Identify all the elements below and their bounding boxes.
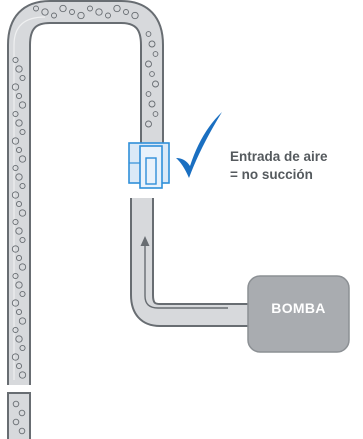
air-bubble [12, 400, 20, 408]
annotation-line-1: Entrada de aire [230, 149, 328, 164]
air-bubble [18, 371, 27, 379]
air-bubble [12, 326, 19, 334]
air-bubble [19, 236, 26, 244]
air-bubble [15, 335, 23, 343]
air-bubble [12, 272, 19, 280]
pump-box [247, 275, 350, 353]
air-bubble [152, 111, 159, 117]
check-icon [176, 112, 222, 178]
air-bubble [15, 227, 23, 235]
air-bubble [18, 317, 27, 325]
air-bubble [69, 9, 75, 15]
air-bubble [12, 164, 19, 172]
air-bubble [15, 254, 23, 262]
air-bubble [145, 60, 152, 68]
air-bubble [33, 5, 39, 12]
air-bubble-icon [11, 4, 159, 435]
air-bubble [11, 245, 20, 253]
air-bubble [145, 31, 152, 37]
air-bubble [18, 409, 26, 417]
air-bubble [11, 191, 20, 199]
air-bubble [15, 119, 23, 127]
air-bubble [95, 8, 103, 16]
air-bubble [18, 101, 27, 109]
air-bubble [59, 4, 67, 13]
air-bubble [12, 218, 19, 226]
air-bubble [15, 200, 23, 208]
air-bubble [15, 65, 23, 73]
air-bubble [19, 290, 26, 298]
air-bubble [18, 427, 26, 435]
air-bubble [105, 12, 111, 19]
air-bubble [77, 11, 85, 20]
air-bubble [18, 209, 27, 217]
air-bubble [19, 74, 26, 82]
air-bubble [148, 40, 156, 48]
pump-label: BOMBA [271, 300, 326, 316]
air-bubble [123, 9, 129, 15]
air-bubble [148, 100, 156, 108]
air-bubble [11, 83, 20, 91]
air-bubble [41, 8, 49, 16]
outlet-tube [130, 198, 250, 327]
air-bubble [145, 91, 152, 97]
air-bubble [12, 56, 19, 64]
air-bubble [145, 120, 152, 128]
air-inlet-connector [128, 142, 170, 189]
air-bubble [131, 11, 139, 20]
air-bubble [18, 263, 27, 271]
annotation-line-2: = no succión [230, 167, 313, 182]
air-bubble [15, 281, 23, 289]
air-bubble [12, 110, 19, 118]
air-bubble [11, 299, 20, 307]
air-bubble [11, 353, 20, 361]
siphon-tube [7, 0, 164, 385]
air-bubble [11, 137, 20, 145]
air-bubble [87, 5, 93, 12]
air-bubble [152, 51, 159, 57]
air-bubble [19, 182, 26, 190]
air-bubble [12, 418, 20, 426]
air-bubble [19, 344, 26, 352]
air-bubble [15, 146, 23, 154]
air-bubble [15, 92, 23, 100]
air-bubble [15, 308, 23, 316]
air-bubble [149, 71, 155, 77]
air-bubble [51, 12, 57, 19]
air-bubble [15, 173, 23, 181]
air-bubble [113, 4, 121, 13]
air-bubble [152, 80, 159, 88]
air-bubble [15, 362, 23, 370]
air-bubble [18, 155, 27, 163]
air-bubble [19, 128, 26, 136]
flow-arrow-icon [140, 236, 228, 309]
